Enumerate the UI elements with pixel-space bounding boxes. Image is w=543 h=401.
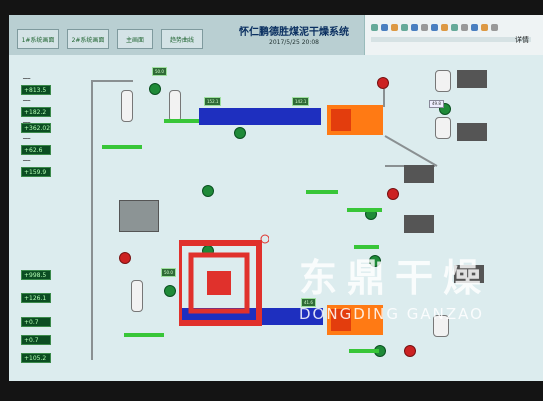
pump-tag: 49.8 — [429, 100, 444, 108]
toolbar-icon[interactable] — [451, 24, 458, 31]
dryer-duct-1 — [199, 108, 321, 125]
toolbar-icon[interactable] — [411, 24, 418, 31]
toolbar-icon[interactable] — [471, 24, 478, 31]
valve-icon[interactable] — [119, 252, 131, 264]
readout-9: +0.7 — [21, 335, 51, 345]
temp-tag-1: 152.1 — [204, 97, 222, 106]
readout-3: +362.02 — [21, 123, 51, 133]
toolbar-icon[interactable] — [491, 24, 498, 31]
toolbar-strip — [371, 37, 531, 42]
watermark-english: DONGDING GANZAO — [299, 305, 484, 323]
coal-bin-3 — [433, 315, 449, 337]
toolbar-icon[interactable] — [381, 24, 388, 31]
toolbar-icon[interactable] — [421, 24, 428, 31]
fan-icon[interactable] — [164, 285, 176, 297]
coal-bin-1 — [435, 70, 451, 92]
fan-icon[interactable] — [149, 83, 161, 95]
bag-filter — [119, 200, 159, 232]
company-logo — [179, 234, 269, 326]
toolbar-icon[interactable] — [441, 24, 448, 31]
loader-icon — [404, 165, 434, 183]
motor-icon[interactable] — [234, 127, 246, 139]
toolbar-icon[interactable] — [391, 24, 398, 31]
datetime-display: 2017/5/25 20:08 — [269, 39, 319, 46]
loader-icon — [457, 123, 487, 141]
coal-bin-2 — [435, 117, 451, 139]
page-title: 怀仁鹏德胜煤泥干燥系统 — [239, 27, 349, 38]
temp-tag-2: 142.1 — [292, 97, 310, 106]
flow-tag: 50.0 — [161, 268, 176, 277]
feeder-icon[interactable] — [377, 77, 389, 89]
temp-tag-3: 41.6 — [301, 298, 316, 307]
loader-icon — [404, 215, 434, 233]
toolbar-icon[interactable] — [431, 24, 438, 31]
readout-7: +126.1 — [21, 293, 51, 303]
readout-8: +0.7 — [21, 317, 51, 327]
readout-10: +105.2 — [21, 353, 51, 363]
flame-1 — [331, 109, 351, 131]
system-2-button[interactable]: 2#系统画面 — [67, 29, 109, 49]
flame-2 — [331, 309, 351, 331]
loader-icon — [457, 70, 487, 88]
cyclone-1 — [121, 90, 133, 122]
toolbar-icon[interactable] — [401, 24, 408, 31]
readout-4: +62.6 — [21, 145, 51, 155]
toolbar-icon[interactable] — [481, 24, 488, 31]
readout-5: +159.9 — [21, 167, 51, 177]
feeder-icon[interactable] — [404, 345, 416, 357]
cyclone-3 — [131, 280, 143, 312]
readout-2: +182.2 — [21, 107, 51, 117]
toolbar-icon[interactable] — [371, 24, 378, 31]
loader-icon — [454, 265, 484, 283]
trend-curve-button[interactable]: 趋势曲线 — [161, 29, 203, 49]
toolbar-icon[interactable] — [461, 24, 468, 31]
conveyor-motor-icon[interactable] — [369, 255, 381, 267]
browser-toolbar: 详情 — [364, 15, 543, 55]
main-screen-button[interactable]: 主画面 — [117, 29, 153, 49]
readout-1: +813.5 — [21, 85, 51, 95]
feeder-icon[interactable] — [387, 188, 399, 200]
flow-tag: 50.0 — [152, 67, 167, 76]
readout-6: +998.5 — [21, 270, 51, 280]
hmi-screen: 1#系统画面 2#系统画面 主画面 趋势曲线 怀仁鹏德胜煤泥干燥系统 2017/… — [9, 15, 543, 381]
fan-icon[interactable] — [202, 185, 214, 197]
cyclone-2 — [169, 90, 181, 122]
watermark-chinese: 东鼎干燥 — [299, 256, 492, 300]
details-label[interactable]: 详情 — [515, 36, 529, 44]
system-1-button[interactable]: 1#系统画面 — [17, 29, 59, 49]
